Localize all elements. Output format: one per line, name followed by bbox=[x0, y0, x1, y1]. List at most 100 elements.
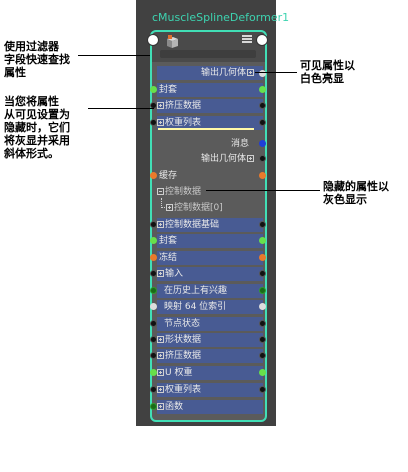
divider-highlight bbox=[158, 128, 254, 130]
hamburger-menu-icon[interactable] bbox=[241, 33, 253, 45]
output-port[interactable] bbox=[259, 270, 266, 277]
attr-label: 输入 bbox=[165, 269, 184, 279]
input-port[interactable] bbox=[150, 369, 157, 376]
output-port[interactable] bbox=[259, 320, 266, 327]
attr-row[interactable]: 节点状态 bbox=[157, 317, 263, 331]
output-port[interactable] bbox=[259, 102, 266, 109]
attr-label: 消息 bbox=[230, 139, 249, 149]
expand-icon[interactable] bbox=[247, 69, 254, 76]
attr-row[interactable]: 挤压数据 bbox=[157, 99, 263, 113]
attr-label: 封套 bbox=[159, 85, 178, 95]
attr-row[interactable]: 控制数据基础 bbox=[157, 218, 263, 232]
attribute-filter-field[interactable] bbox=[160, 50, 256, 58]
output-port[interactable] bbox=[259, 221, 266, 228]
input-port[interactable] bbox=[150, 287, 157, 294]
callout-visible: 可见属性以 白色亮显 bbox=[300, 59, 355, 85]
output-port[interactable] bbox=[259, 369, 266, 376]
output-port[interactable] bbox=[259, 386, 266, 393]
attr-label: 权重列表 bbox=[165, 118, 202, 128]
input-port[interactable] bbox=[150, 336, 157, 343]
attr-row[interactable]: 输入 bbox=[157, 267, 263, 281]
attr-row-hidden[interactable]: 控制数据[0] bbox=[166, 201, 263, 215]
callout-hidden: 隐藏的属性以 灰色显示 bbox=[323, 180, 389, 206]
output-port[interactable] bbox=[259, 352, 266, 359]
input-port[interactable] bbox=[150, 270, 157, 277]
expand-icon[interactable] bbox=[157, 369, 164, 376]
attr-label: 映射 64 位索引 bbox=[164, 302, 227, 312]
output-port-node[interactable] bbox=[256, 34, 268, 46]
attr-row[interactable]: 封套 bbox=[157, 83, 263, 97]
input-port[interactable] bbox=[150, 320, 157, 327]
tree-connector bbox=[161, 198, 167, 208]
input-port[interactable] bbox=[150, 221, 157, 228]
attr-row[interactable]: 消息 bbox=[157, 137, 263, 151]
expand-icon[interactable] bbox=[247, 155, 254, 162]
attr-row[interactable]: 形状数据 bbox=[157, 333, 263, 347]
input-port[interactable] bbox=[150, 352, 157, 359]
attr-row[interactable]: 函数 bbox=[157, 400, 263, 414]
expand-icon[interactable] bbox=[157, 119, 164, 126]
output-port[interactable] bbox=[259, 303, 266, 310]
attr-label: 节点状态 bbox=[164, 319, 201, 329]
output-port[interactable] bbox=[259, 155, 266, 162]
input-port[interactable] bbox=[150, 303, 157, 310]
expand-icon[interactable] bbox=[166, 204, 173, 211]
attr-label: U 权重 bbox=[165, 368, 193, 378]
expand-icon[interactable] bbox=[157, 352, 164, 359]
output-port[interactable] bbox=[259, 336, 266, 343]
attr-label: 挤压数据 bbox=[165, 351, 202, 361]
output-port[interactable] bbox=[259, 287, 266, 294]
attr-label: 缓存 bbox=[159, 171, 178, 181]
leader-line bbox=[255, 72, 297, 73]
attr-row[interactable]: 挤压数据 bbox=[157, 349, 263, 363]
attr-label: 输出几何体 bbox=[200, 154, 246, 164]
attr-row[interactable]: 封套 bbox=[157, 234, 263, 248]
output-port[interactable] bbox=[259, 86, 266, 93]
attr-label: 函数 bbox=[165, 402, 184, 412]
attr-label: 封套 bbox=[159, 236, 178, 246]
attr-label: 形状数据 bbox=[165, 335, 202, 345]
expand-icon[interactable] bbox=[157, 221, 164, 228]
input-port[interactable] bbox=[150, 403, 157, 410]
leader-line bbox=[78, 55, 150, 56]
callout-filter: 使用过滤器 字段快速查找 属性 bbox=[4, 40, 70, 79]
expand-icon[interactable] bbox=[157, 336, 164, 343]
attr-row[interactable]: 冻结 bbox=[157, 251, 263, 265]
attr-row[interactable]: 缓存 bbox=[157, 169, 263, 183]
node-cube-icon bbox=[167, 35, 178, 48]
attr-row[interactable]: 映射 64 位索引 bbox=[157, 300, 263, 314]
expand-icon[interactable] bbox=[157, 386, 164, 393]
output-port[interactable] bbox=[259, 237, 266, 244]
input-port[interactable] bbox=[150, 237, 157, 244]
attr-row[interactable]: 权重列表 bbox=[157, 383, 263, 397]
input-port[interactable] bbox=[150, 386, 157, 393]
attr-label: 控制数据 bbox=[165, 187, 202, 197]
node-title[interactable]: cMuscleSplineDeformer1 bbox=[152, 11, 290, 24]
attr-row[interactable]: 输出几何体 bbox=[157, 66, 263, 80]
input-port[interactable] bbox=[150, 172, 157, 179]
output-port[interactable] bbox=[259, 254, 266, 261]
expand-icon[interactable] bbox=[157, 270, 164, 277]
attr-row[interactable]: 在历史上有兴趣 bbox=[157, 284, 263, 298]
input-port-node[interactable] bbox=[147, 34, 159, 46]
output-port[interactable] bbox=[259, 70, 266, 77]
output-port[interactable] bbox=[259, 140, 266, 147]
expand-icon[interactable] bbox=[157, 403, 164, 410]
input-port[interactable] bbox=[150, 86, 157, 93]
attr-label: 控制数据基础 bbox=[165, 220, 220, 230]
expand-icon[interactable] bbox=[157, 102, 164, 109]
output-port[interactable] bbox=[259, 172, 266, 179]
attr-row-hidden[interactable]: 控制数据 bbox=[157, 185, 263, 199]
leader-line bbox=[88, 108, 154, 109]
leader-line bbox=[206, 190, 320, 191]
input-port[interactable] bbox=[150, 254, 157, 261]
attr-label: 冻结 bbox=[159, 253, 178, 263]
collapse-icon[interactable] bbox=[157, 188, 164, 195]
attr-row[interactable]: 输出几何体 bbox=[157, 152, 263, 166]
attr-label: 输出几何体 bbox=[200, 68, 246, 78]
attr-row[interactable]: U 权重 bbox=[157, 366, 263, 380]
callout-greyed: 当您将属性 从可见设置为 隐藏时，它们 将灰显并采用 斜体形式。 bbox=[4, 95, 70, 160]
attr-row[interactable]: 权重列表 bbox=[157, 116, 263, 130]
output-port[interactable] bbox=[259, 119, 266, 126]
input-port[interactable] bbox=[150, 119, 157, 126]
